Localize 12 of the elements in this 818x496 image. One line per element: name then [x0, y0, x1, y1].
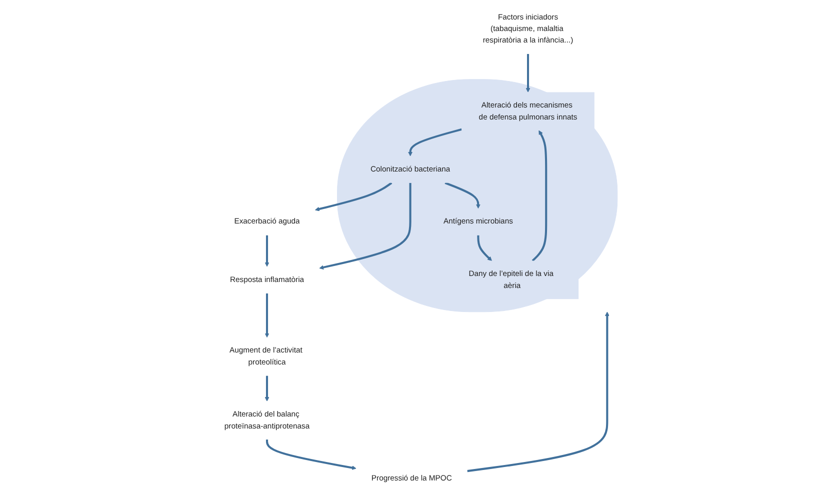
- arrow: [444, 182, 480, 209]
- arrow: [314, 182, 392, 212]
- arrow: [532, 130, 548, 262]
- arrow: [264, 376, 270, 402]
- arrow: [408, 128, 462, 156]
- arrow: [526, 54, 530, 92]
- arrow: [266, 440, 356, 470]
- arrow: [319, 182, 412, 270]
- arrow: [467, 312, 610, 472]
- arrow: [264, 293, 270, 338]
- arrow: [264, 235, 270, 267]
- arrow: [477, 235, 492, 261]
